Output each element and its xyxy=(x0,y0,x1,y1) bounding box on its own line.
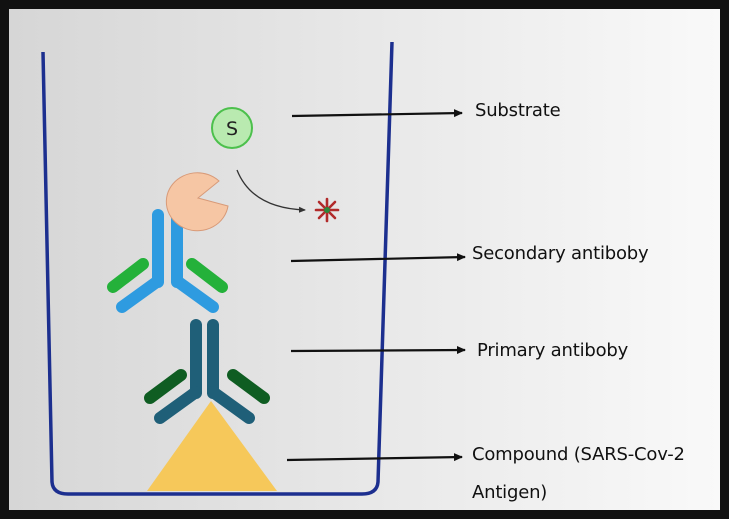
substrate-label: Substrate xyxy=(475,100,561,121)
primary-antibody-label: Primary antiboby xyxy=(477,340,629,361)
reaction-arrow xyxy=(236,169,306,213)
compound-arrow xyxy=(286,453,463,462)
secondary-antibody-arrow xyxy=(290,253,466,263)
substrate-molecule: S xyxy=(211,107,253,149)
primary-antibody xyxy=(144,319,270,424)
secondary-antibody-label: Secondary antiboby xyxy=(472,243,649,264)
microplate-well xyxy=(41,41,394,496)
secondary-antibody xyxy=(107,209,228,313)
antigen-triangle xyxy=(147,401,277,491)
substrate-arrow xyxy=(291,109,463,118)
primary-antibody-arrow xyxy=(290,346,466,355)
enzyme-pacman xyxy=(165,172,229,232)
compound-label-line1: Compound (SARS-Cov-2 xyxy=(472,444,685,465)
compound-label-line2: Antigen) xyxy=(472,482,548,503)
product-star-icon xyxy=(314,197,340,223)
substrate-symbol: S xyxy=(226,118,238,140)
